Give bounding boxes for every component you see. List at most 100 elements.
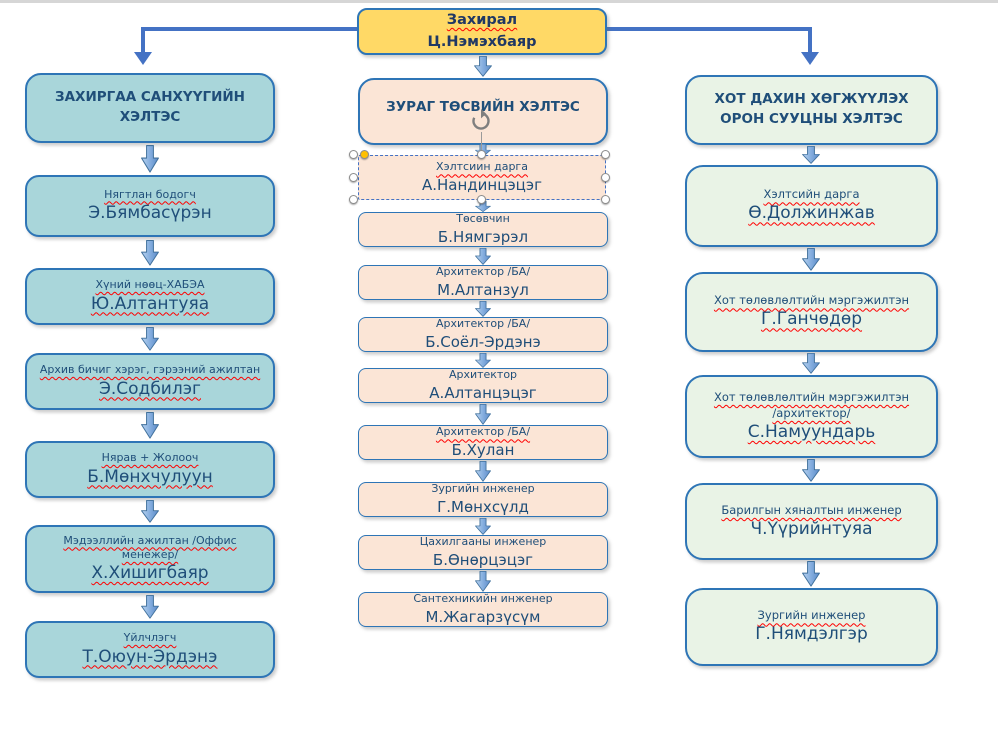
org-member-box[interactable]: Хот төлөвлөлтийн мэргэжилтэн /архитектор… — [685, 375, 938, 458]
member-name: М.Алтанзул — [437, 280, 529, 299]
down-block-arrow-icon[interactable] — [802, 353, 820, 374]
down-block-arrow-icon[interactable] — [141, 412, 159, 439]
member-role: Хот төлөвлөлтийн мэргэжилтэн — [713, 293, 910, 308]
director-name: Ц.Нэмэхбаяр — [427, 33, 537, 50]
down-block-arrow-icon[interactable] — [475, 353, 491, 368]
down-block-arrow-icon[interactable] — [475, 301, 491, 317]
down-block-arrow-icon[interactable] — [474, 56, 492, 77]
selection-handle-top-left[interactable] — [349, 150, 358, 159]
org-member-box[interactable]: Үйлчлэгч Т.Оюун-Эрдэнэ — [25, 621, 275, 678]
member-role: Нярав + Жолооч — [101, 451, 199, 465]
down-block-arrow-icon[interactable] — [802, 561, 820, 587]
dept-header-design-budget[interactable]: ЗУРАГ ТӨСВИЙН ХЭЛТЭС — [358, 78, 608, 145]
dept-header-admin-finance[interactable]: ЗАХИРГАА САНХҮҮГИЙН ХЭЛТЭС — [25, 73, 275, 143]
selection-handle-top-right[interactable] — [601, 150, 610, 159]
org-member-box[interactable]: Цахилгааны инженер Б.Өнөрцэцэг — [358, 535, 608, 570]
connector-right-arrowhead-icon — [801, 52, 819, 65]
connector-right[interactable] — [607, 27, 812, 31]
org-member-box[interactable]: Хот төлөвлөлтийн мэргэжилтэн Г.Ганчөдөр — [685, 272, 938, 352]
org-member-box[interactable]: Сантехникийн инженер М.Жагарзүсүм — [358, 592, 608, 627]
org-member-box[interactable]: Мэдээллийн ажилтан /Оффис менежер/ Х.Хиш… — [25, 525, 275, 593]
down-block-arrow-icon[interactable] — [802, 459, 820, 482]
member-role: Хот төлөвлөлтийн мэргэжилтэн — [713, 389, 910, 404]
member-role: Цахилгааны инженер — [419, 535, 547, 549]
member-name: А.Нандинцэцэг — [422, 175, 542, 194]
member-role: Архитектор /БА/ — [435, 265, 531, 279]
member-role: Хэлтсиин дарга — [436, 160, 528, 174]
dept-header-urban-housing[interactable]: ХОТ ДАХИН ХӨГЖҮҮЛЭХ ОРОН СУУЦНЫ ХЭЛТЭС — [685, 75, 938, 145]
org-member-box[interactable]: Нягтлан бодогч Э.Бямбасүрэн — [25, 175, 275, 237]
member-role: Архитектор /БА/ — [435, 425, 531, 439]
down-block-arrow-icon[interactable] — [141, 240, 159, 266]
selection-handle-bottom-right[interactable] — [601, 195, 610, 204]
dept-header-label: ЗАХИРГАА САНХҮҮГИЙН ХЭЛТЭС — [55, 89, 245, 125]
down-block-arrow-icon[interactable] — [141, 327, 159, 351]
member-name: Х.Хишигбаяр — [91, 563, 209, 584]
org-member-box[interactable]: Төсөвчин Б.Нямгэрэл — [358, 212, 608, 247]
selection-handle-left[interactable] — [349, 173, 358, 182]
connector-left-drop[interactable] — [141, 27, 145, 54]
down-block-arrow-icon[interactable] — [141, 500, 159, 523]
member-role: Сантехникийн инженер — [413, 592, 553, 606]
member-role: Зургийн инженер — [431, 482, 535, 496]
member-role: Архитектор — [448, 368, 518, 382]
dept-header-label: ХОТ ДАХИН ХӨГЖҮҮЛЭХ ОРОН СУУЦНЫ ХЭЛТЭС — [714, 91, 909, 127]
member-name: Г.Мөнхсүлд — [437, 497, 529, 516]
down-block-arrow-icon[interactable] — [475, 404, 491, 425]
member-role: Барилгын хяналтын инженер — [721, 502, 902, 517]
org-member-box[interactable]: Хүний нөөц-ХАБЭА Ю.Алтантуяа — [25, 268, 275, 325]
member-role: Мэдээллийн ажилтан /Оффис менежер/ — [63, 533, 237, 561]
director-box[interactable]: Захирал Ц.Нэмэхбаяр — [357, 8, 607, 55]
member-name: Б.Нямгэрэл — [437, 227, 529, 246]
member-role: Хүний нөөц-ХАБЭА — [95, 278, 205, 292]
selection-handle-right[interactable] — [601, 173, 610, 182]
down-block-arrow-icon[interactable] — [475, 518, 491, 535]
member-role: Хэлтсийн дарга — [763, 187, 860, 202]
connector-left-arrowhead-icon — [134, 52, 152, 65]
member-name: Э.Бямбасүрэн — [88, 203, 212, 224]
org-member-box[interactable]: Барилгын хяналтын инженер Ч.Үүрийнтуяа — [685, 483, 938, 560]
down-block-arrow-icon[interactable] — [141, 145, 159, 173]
org-member-box[interactable]: Зургийн инженер Г.Мөнхсүлд — [358, 482, 608, 517]
member-role: Төсөвчин — [456, 212, 510, 226]
rotate-handle-icon[interactable] — [469, 109, 493, 133]
connector-right-drop[interactable] — [808, 27, 812, 54]
director-role: Захирал — [446, 11, 518, 28]
member-name: Ө.Должинжав — [748, 203, 875, 224]
org-member-box[interactable]: Хэлтсийн дарга Ө.Должинжав — [685, 165, 938, 247]
down-block-arrow-icon[interactable] — [475, 571, 491, 592]
member-name: Б.Хулан — [451, 440, 515, 459]
down-block-arrow-icon[interactable] — [475, 461, 491, 482]
connector-left[interactable] — [143, 27, 357, 31]
org-member-box[interactable]: Архив бичиг хэрэг, гэрээний ажилтан Э.Со… — [25, 353, 275, 410]
down-block-arrow-icon[interactable] — [475, 248, 491, 265]
org-member-box[interactable]: Архитектор /БА/ Б.Соёл-Эрдэнэ — [358, 317, 608, 352]
org-member-box[interactable]: Архитектор /БА/ Б.Хулан — [358, 425, 608, 460]
member-name: Б.Соёл-Эрдэнэ — [425, 332, 541, 351]
dept-header-label: ЗУРАГ ТӨСВИЙН ХЭЛТЭС — [386, 98, 580, 115]
org-member-box-selected[interactable]: Хэлтсиин дарга А.Нандинцэцэг — [358, 155, 606, 200]
member-role: Архив бичиг хэрэг, гэрээний ажилтан — [39, 363, 261, 377]
rotate-handle-stem — [481, 132, 482, 153]
member-name: С.Намуундарь — [747, 421, 876, 442]
down-block-arrow-icon[interactable] — [802, 146, 820, 164]
member-role-line2: /архитектор/ — [772, 405, 851, 420]
member-name: Г.Нямдэлгэр — [755, 624, 868, 645]
org-member-box[interactable]: Нярав + Жолооч Б.Мөнхчулуун — [25, 441, 275, 498]
member-name: А.Алтанцэцэг — [429, 383, 537, 402]
selection-handle-top-center[interactable] — [477, 150, 486, 159]
org-member-box[interactable]: Архитектор /БА/ М.Алтанзул — [358, 265, 608, 300]
member-role: Зургийн инженер — [757, 608, 866, 623]
member-name: М.Жагарзүсүм — [425, 607, 541, 626]
member-name: Т.Оюун-Эрдэнэ — [82, 646, 218, 667]
org-member-box[interactable]: Архитектор А.Алтанцэцэг — [358, 368, 608, 403]
down-block-arrow-icon[interactable] — [141, 595, 159, 619]
selection-handle-bottom-left[interactable] — [349, 195, 358, 204]
member-role: Үйлчлэгч — [123, 631, 177, 645]
member-name: Э.Содбилэг — [99, 378, 201, 399]
selection-handle-bottom-center[interactable] — [477, 195, 486, 204]
down-block-arrow-icon[interactable] — [802, 248, 820, 271]
org-member-box[interactable]: Зургийн инженер Г.Нямдэлгэр — [685, 588, 938, 666]
adjust-handle[interactable] — [360, 150, 369, 159]
